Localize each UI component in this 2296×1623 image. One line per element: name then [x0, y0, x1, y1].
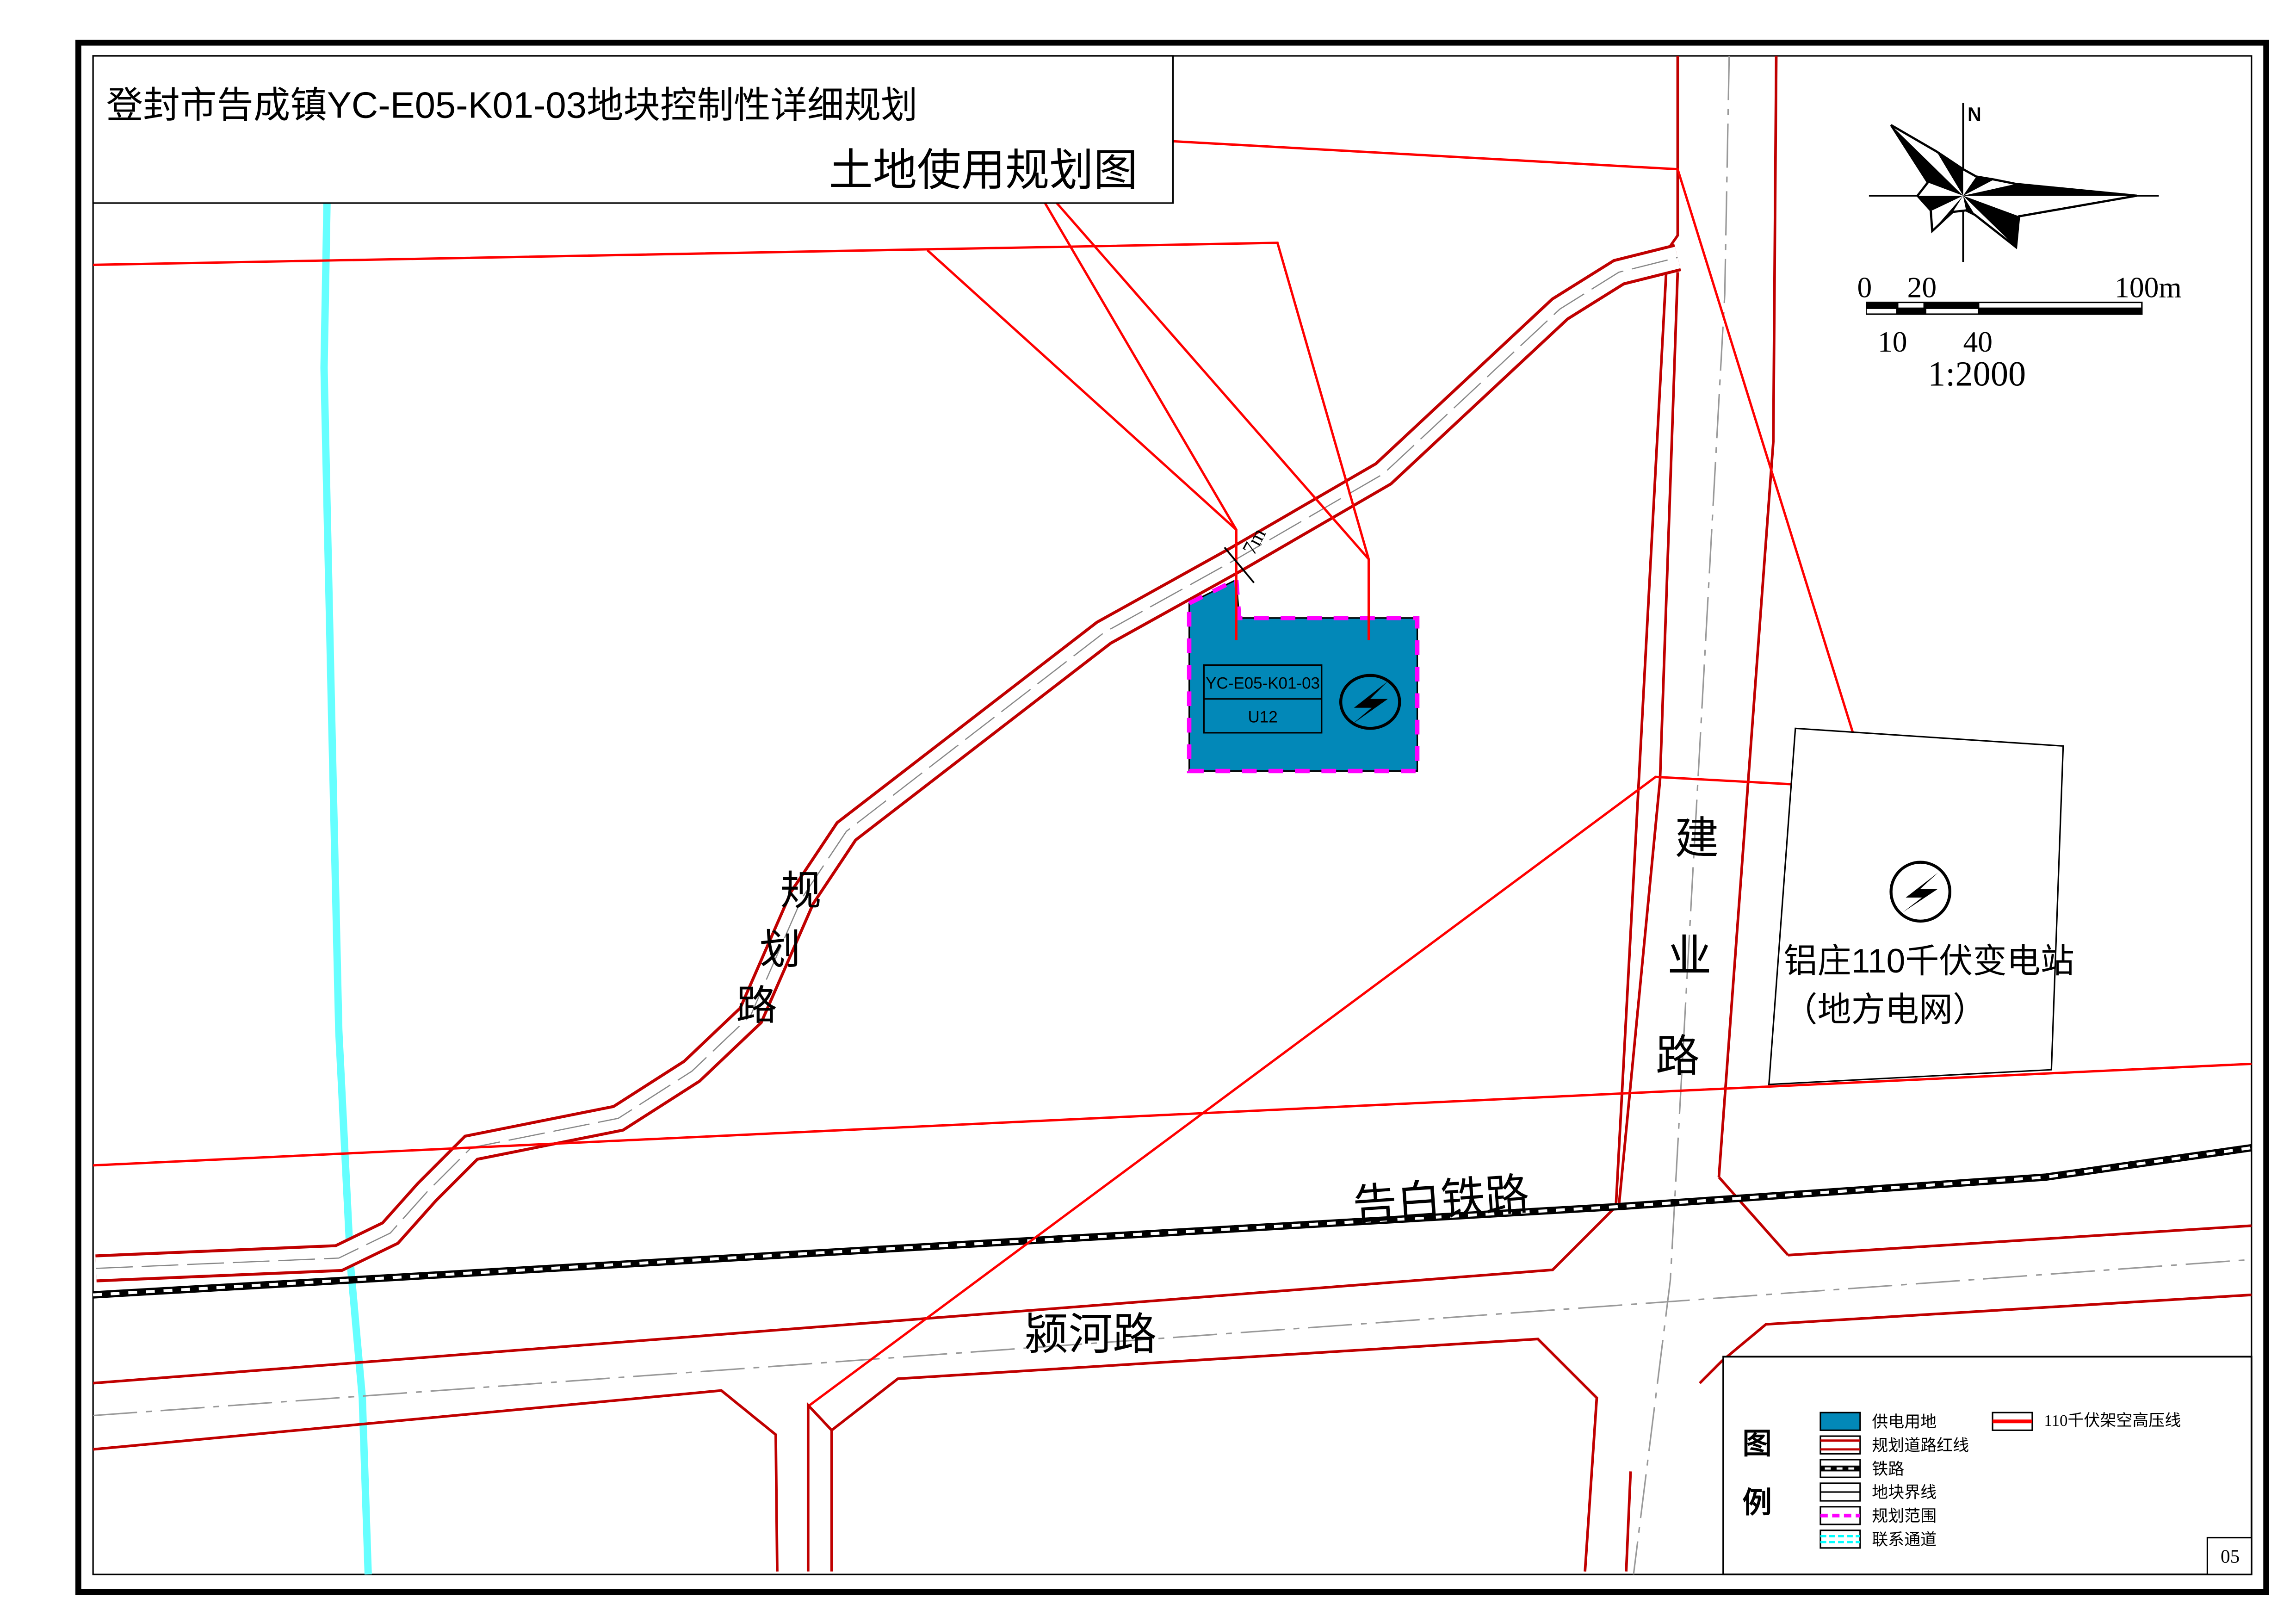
map-label: 建	[1675, 814, 1719, 863]
map-label: 铁路	[1872, 1460, 1904, 1478]
map-label: 路	[1656, 1032, 1700, 1081]
map-label: 10	[1878, 325, 1907, 358]
yinghe-road	[93, 1176, 2252, 1572]
legend-item-road-red-line: 规划道路红线	[1819, 1435, 1969, 1455]
yinghe-road-label: 颍河路	[1024, 1310, 1157, 1359]
existing-substation[interactable]: 铝庄110千伏变电站 （地方电网）	[1768, 727, 2074, 1085]
north-arrow-wind-rose-icon: N	[1869, 103, 2159, 262]
planning-scope-boundary	[1187, 576, 1420, 774]
substation-name: 铝庄110千伏变电站	[1783, 942, 2074, 980]
map-label: 业	[1667, 932, 1711, 981]
map-label: 规划范围	[1872, 1507, 1937, 1525]
sheet-number: 05	[2221, 1546, 2240, 1567]
legend-item-railway: 铁路	[1819, 1459, 1904, 1478]
jianye-road	[1615, 56, 1778, 1207]
railway	[93, 1144, 2252, 1299]
map-label: 划	[760, 926, 801, 973]
map-label: 20	[1907, 271, 1937, 304]
scale-ratio: 1:2000	[1928, 354, 2026, 393]
planned-road-label: 规 划 路	[736, 867, 821, 1028]
parcel-code: YC-E05-K01-03	[1206, 674, 1320, 692]
legend-item-parcel-boundary: 地块界线	[1819, 1482, 1937, 1502]
map-label: 供电用地	[1872, 1413, 1937, 1431]
map-label: 联系通道	[1872, 1530, 1937, 1549]
jianye-road-label: 建 业 路	[1656, 814, 1719, 1081]
substation-note: （地方电网）	[1783, 991, 1987, 1028]
map-label: 地块界线	[1872, 1484, 1937, 1502]
page-title: 登封市告成镇YC-E05-K01-03地块控制性详细规划	[106, 84, 918, 125]
map-label: 40	[1963, 325, 1993, 358]
power-land-parcel[interactable]: YC-E05-K01-03 U12	[1187, 576, 1420, 774]
map-label: 路	[736, 982, 777, 1028]
north-label: N	[1968, 104, 1981, 125]
map-label: 规划道路红线	[1872, 1437, 1969, 1455]
legend-item-planning-scope: 规划范围	[1819, 1506, 1937, 1525]
railway-label: 告白铁路	[1351, 1170, 1531, 1231]
map-label: 例	[1742, 1486, 1772, 1519]
hv-overhead-lines	[93, 140, 2252, 1406]
yinghe-road-centerline	[93, 1258, 2252, 1417]
map-label: 规	[780, 867, 821, 914]
map-label: 图	[1742, 1427, 1772, 1460]
scale-bar: 0 20 100m 10 40 1:2000	[1857, 271, 2181, 393]
map-label: 100m	[2115, 271, 2182, 304]
parcel-land-use: U12	[1248, 708, 1277, 726]
title-block: 登封市告成镇YC-E05-K01-03地块控制性详细规划 土地使用规划图	[92, 55, 1174, 204]
jianye-road-centerline	[1633, 56, 1730, 1575]
legend-item-power-land: 供电用地	[1819, 1412, 1937, 1431]
power-symbol-icon	[1889, 861, 1952, 923]
sheet-number-box	[2206, 1536, 2253, 1575]
legend: 图 例 供电用地 规划道路红线 铁路 地块界线 规划范围	[1722, 1356, 2253, 1575]
planned-road	[95, 244, 1681, 1282]
power-symbol-icon	[1339, 674, 1401, 730]
legend-item-hv-line: 110千伏架空高压线	[1992, 1412, 2181, 1431]
legend-item-connection-channel: 联系通道	[1819, 1530, 1937, 1549]
page-subtitle: 土地使用规划图	[829, 146, 1138, 195]
connection-channel	[320, 203, 372, 1575]
map-label: 110千伏架空高压线	[2044, 1412, 2181, 1430]
map-label: 0	[1857, 271, 1872, 304]
